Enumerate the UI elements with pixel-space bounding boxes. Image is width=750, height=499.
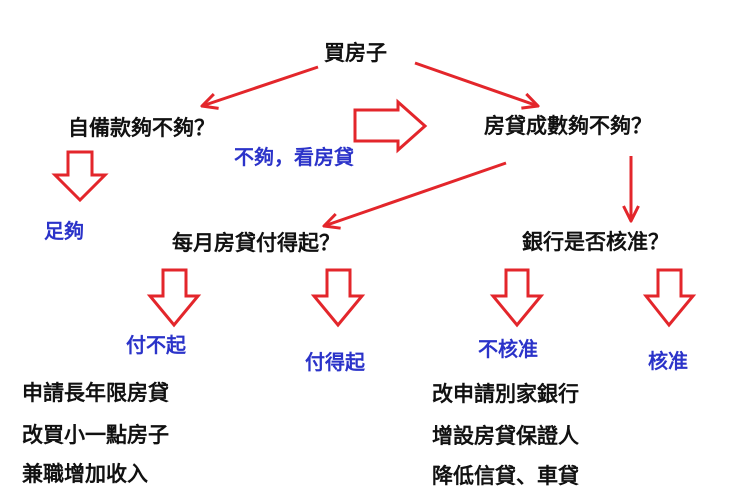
block-arrow-down-cannot-afford: [146, 268, 202, 328]
monthly-payment-question: 每月房貸付得起？: [172, 231, 340, 255]
not-enough-note: 不夠，看房貸: [234, 145, 354, 169]
not-approved-option: 增設房貸保證人: [432, 424, 579, 448]
down-payment-question: 自備款夠不夠？: [68, 116, 215, 140]
block-arrow-down-can-afford: [310, 268, 366, 328]
cannot-afford-option: 兼職增加收入: [22, 462, 148, 486]
cannot-afford-option: 申請長年限房貸: [22, 381, 169, 405]
block-arrow-down-not-approved: [489, 268, 545, 328]
loan-ratio-question: 房貸成數夠不夠？: [484, 114, 652, 138]
not-approved-option: 改申請別家銀行: [432, 382, 579, 406]
bank-approval-question: 銀行是否核准？: [522, 230, 669, 254]
block-arrow-right: [353, 98, 428, 154]
approved-label: 核准: [648, 349, 688, 373]
enough-answer: 足夠: [44, 219, 84, 243]
cannot-afford-label: 付不起: [126, 333, 186, 357]
arrow-loan-ratio-to-monthly: [324, 161, 507, 226]
root-node: 買房子: [324, 41, 387, 65]
block-arrow-down-enough: [51, 150, 109, 203]
arrow-root-to-loan-ratio: [414, 61, 538, 106]
cannot-afford-option: 改買小一點房子: [22, 423, 169, 447]
block-arrow-down-approved: [642, 268, 697, 328]
not-approved-option: 降低信貸、車貸: [432, 464, 579, 488]
not-approved-label: 不核准: [478, 337, 538, 361]
can-afford-label: 付得起: [305, 350, 365, 374]
arrow-root-to-down-payment: [202, 65, 319, 106]
